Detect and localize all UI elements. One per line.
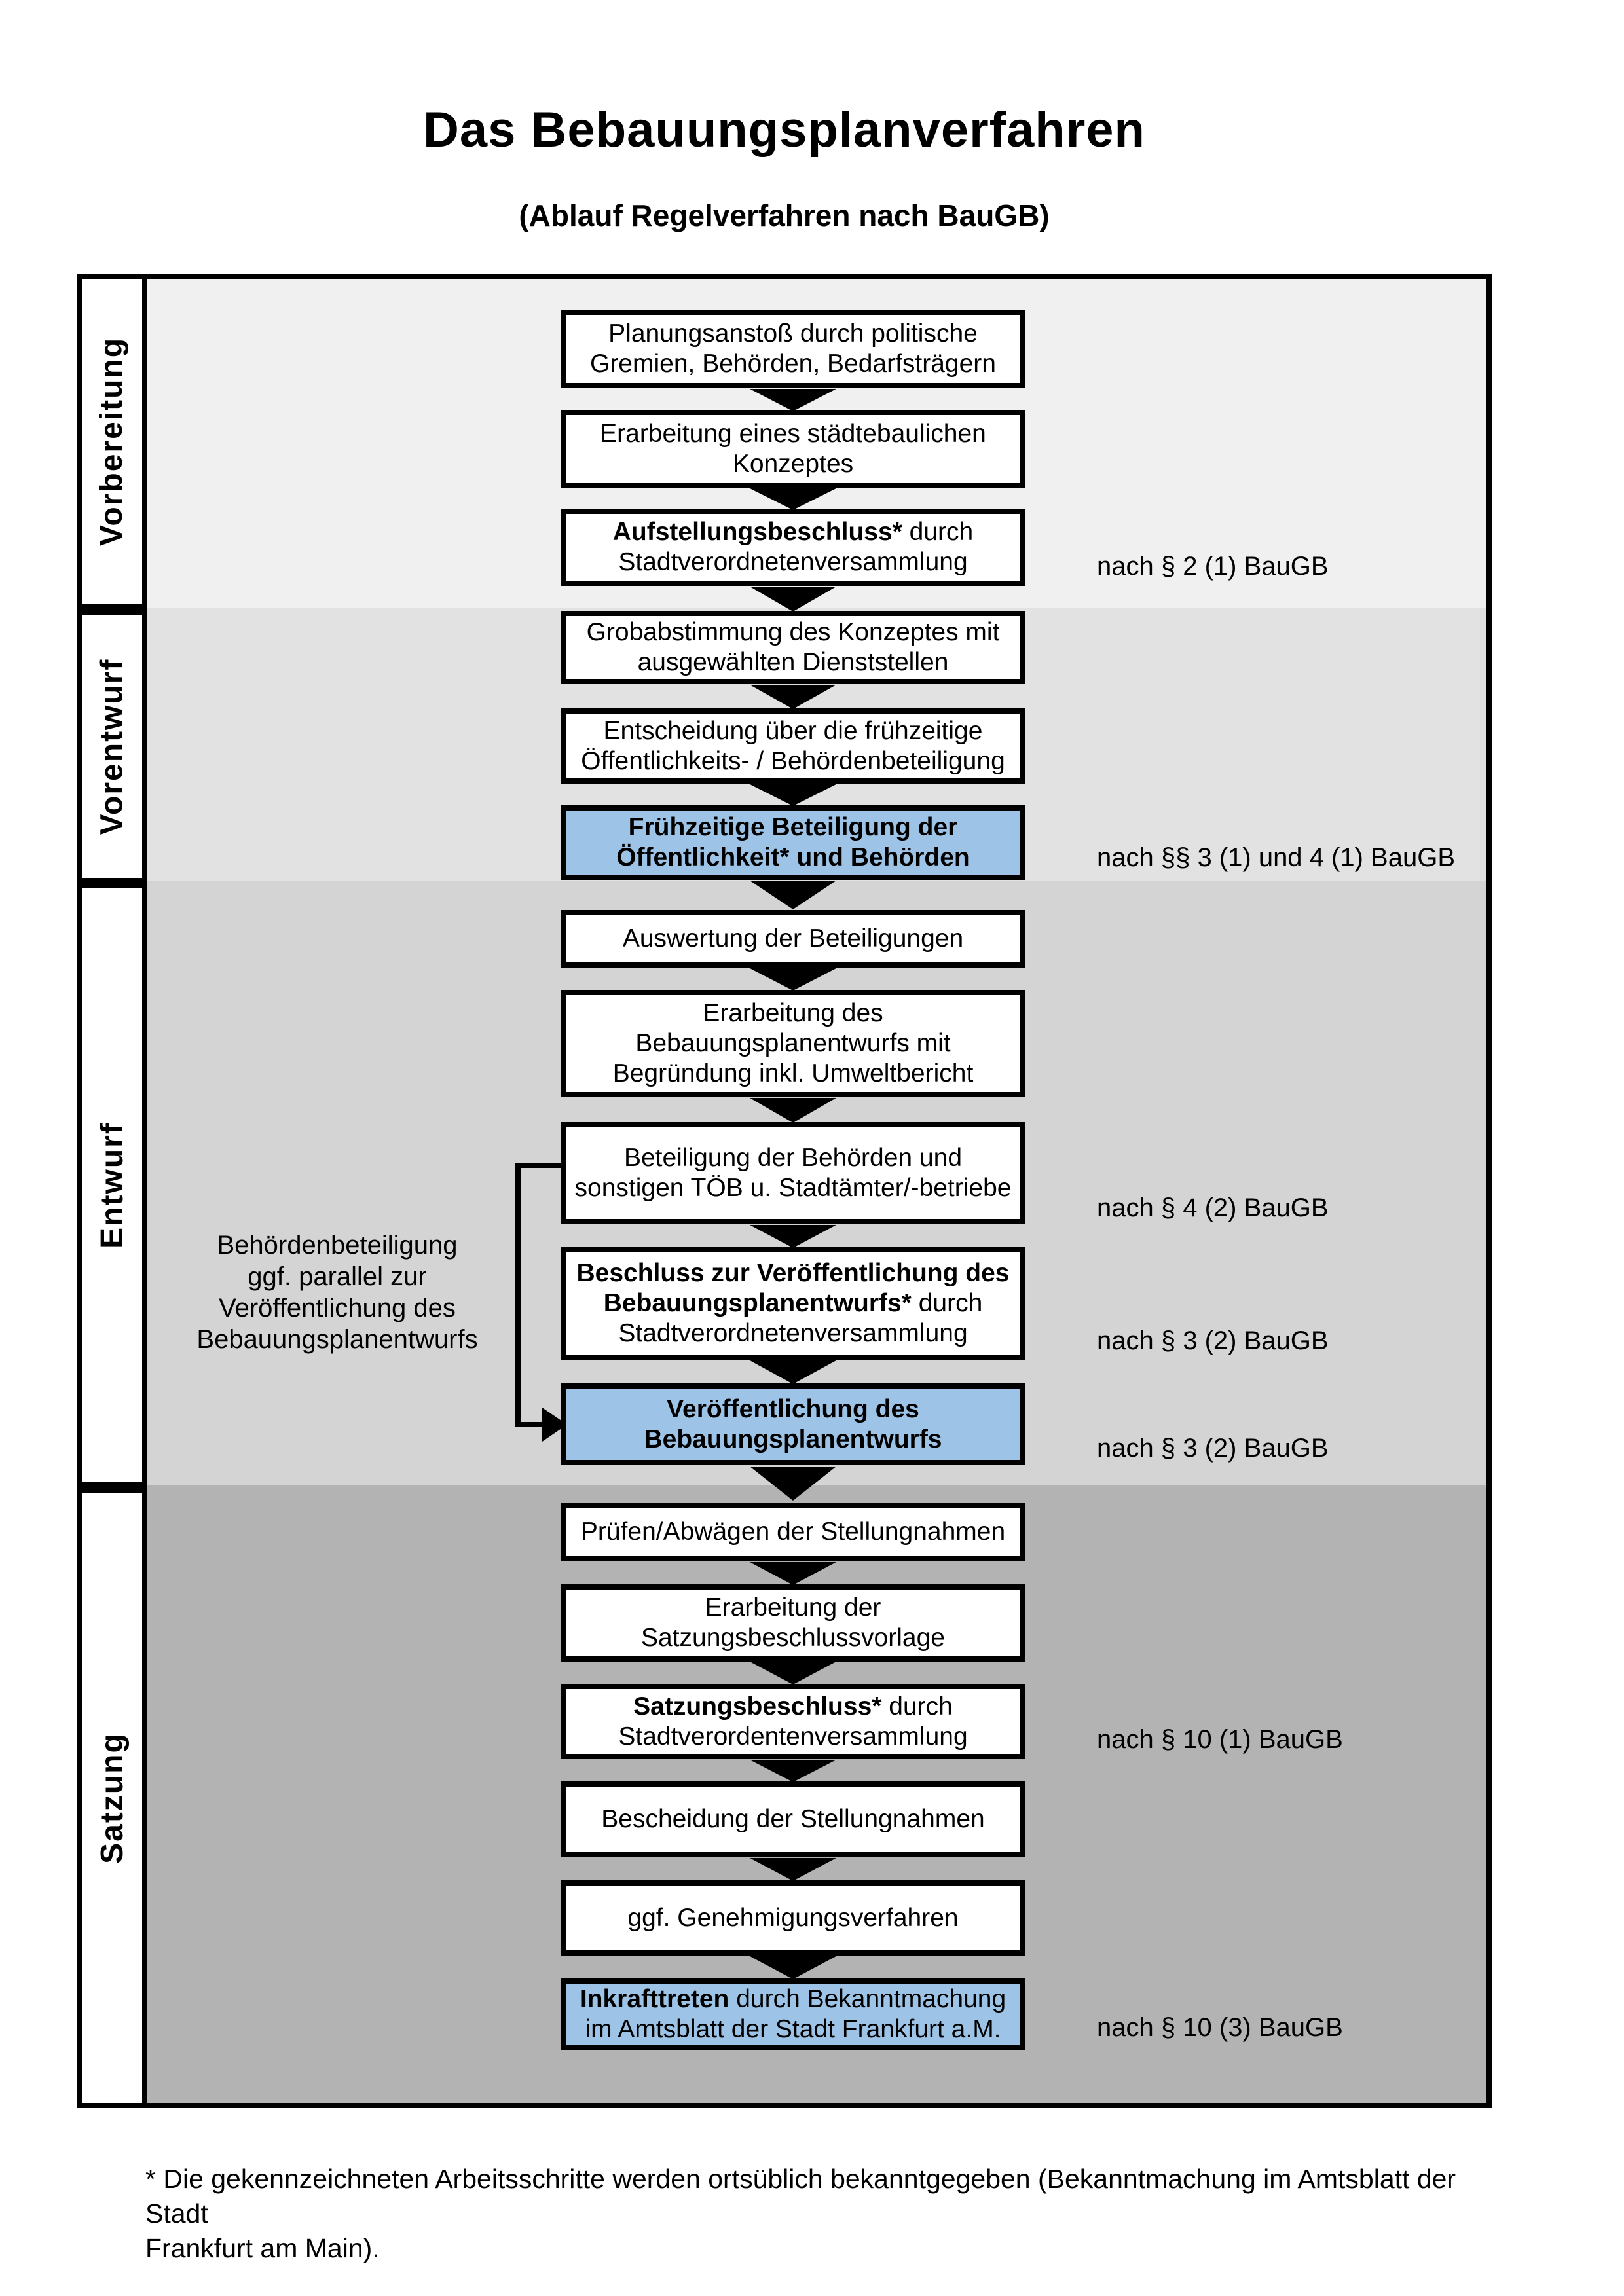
arrow-down-icon [750, 1225, 836, 1248]
arrow-down-icon [750, 488, 836, 510]
phase-label-entwurf: Entwurf [94, 1122, 130, 1248]
step-box-aufstellungsbeschluss: Aufstellungsbeschluss* durch Stadtverord… [561, 509, 1025, 586]
step-box-planungsanstoss: Planungsanstoß durch politische Gremien,… [561, 310, 1025, 388]
step-box-fruehzeitige-beteiligung: Frühzeitige Beteiligung der Öffentlichke… [561, 805, 1025, 880]
arrow-down-icon [750, 881, 836, 909]
phase-cell-entwurf: Entwurf [77, 883, 147, 1487]
page-subtitle: (Ablauf Regelverfahren nach BauGB) [519, 198, 1050, 232]
connector-stub-bottom [515, 1422, 545, 1427]
annotation-behoerdenbeteiligung: Behördenbeteiligung ggf. parallel zur Ve… [196, 1231, 478, 1354]
arrow-down-icon [750, 389, 836, 411]
arrow-down-icon [750, 685, 836, 709]
step-box-entscheidung-beteiligung: Entscheidung über die frühzeitige Öffent… [561, 708, 1025, 784]
step-box-beteiligung-behoerden: Beteiligung der Behörden und sonstigen T… [561, 1122, 1025, 1224]
step-box-inkrafttreten: Inkrafttreten durch Bekanntmachung im Am… [561, 1978, 1025, 2050]
arrow-down-icon [750, 1562, 836, 1585]
step-box-staedtebauliches-konzept: Erarbeitung eines städtebaulichen Konzep… [561, 410, 1025, 488]
arrow-down-icon [750, 1098, 836, 1123]
step-box-genehmigungsverfahren: ggf. Genehmigungsverfahren [561, 1880, 1025, 1956]
step-box-veroeffentlichung-entwurf: Veröffentlichung des Bebauungsplanentwur… [561, 1383, 1025, 1465]
phase-cell-vorbereitung: Vorbereitung [77, 274, 147, 610]
arrow-down-icon [750, 1467, 836, 1501]
connector-stub-top [515, 1163, 561, 1168]
note-baugb-2-1: nach § 2 (1) BauGB [1097, 552, 1329, 581]
note-baugb-4-2: nach § 4 (2) BauGB [1097, 1194, 1329, 1222]
step-box-grobabstimmung: Grobabstimmung des Konzeptes mit ausgewä… [561, 611, 1025, 684]
step-box-satzungsbeschlussvorlage: Erarbeitung der Satzungsbeschlussvorlage [561, 1584, 1025, 1662]
note-baugb-10-3: nach § 10 (3) BauGB [1097, 2013, 1343, 2042]
arrow-down-icon [750, 1858, 836, 1881]
step-box-erarbeitung-entwurf: Erarbeitung des Bebauungsplanentwurfs mi… [561, 990, 1025, 1097]
footnote: * Die gekennzeichneten Arbeitsschritte w… [145, 2164, 1456, 2263]
arrow-down-icon [750, 784, 836, 806]
arrow-down-icon [750, 1662, 836, 1685]
phase-label-vorbereitung: Vorbereitung [94, 337, 130, 547]
note-baugb-3-2-a: nach § 3 (2) BauGB [1097, 1326, 1329, 1355]
phase-label-vorentwurf: Vorentwurf [94, 658, 130, 835]
note-baugb-3-1-4-1: nach §§ 3 (1) und 4 (1) BauGB [1097, 843, 1455, 872]
step-box-pruefen-abwaegen: Prüfen/Abwägen der Stellungnahmen [561, 1503, 1025, 1561]
phase-label-satzung: Satzung [94, 1732, 130, 1864]
step-box-satzungsbeschluss: Satzungsbeschluss* durch Stadtverordente… [561, 1684, 1025, 1759]
step-box-auswertung: Auswertung der Beteiligungen [561, 910, 1025, 968]
step-box-beschluss-veroeffentlichung: Beschluss zur Veröffentlichung des Bebau… [561, 1247, 1025, 1360]
arrow-down-icon [750, 1956, 836, 1979]
note-baugb-10-1: nach § 10 (1) BauGB [1097, 1725, 1343, 1754]
note-baugb-3-2-b: nach § 3 (2) BauGB [1097, 1434, 1329, 1463]
arrow-down-icon [750, 1760, 836, 1782]
connector-vertical-line [515, 1163, 521, 1427]
phase-cell-satzung: Satzung [77, 1487, 147, 2108]
page-title: Das Bebauungsplanverfahren [423, 102, 1145, 158]
arrow-down-icon [750, 587, 836, 611]
arrow-down-icon [750, 1360, 836, 1384]
arrow-down-icon [750, 968, 836, 991]
step-box-bescheidung: Bescheidung der Stellungnahmen [561, 1781, 1025, 1857]
phase-cell-vorentwurf: Vorentwurf [77, 610, 147, 883]
